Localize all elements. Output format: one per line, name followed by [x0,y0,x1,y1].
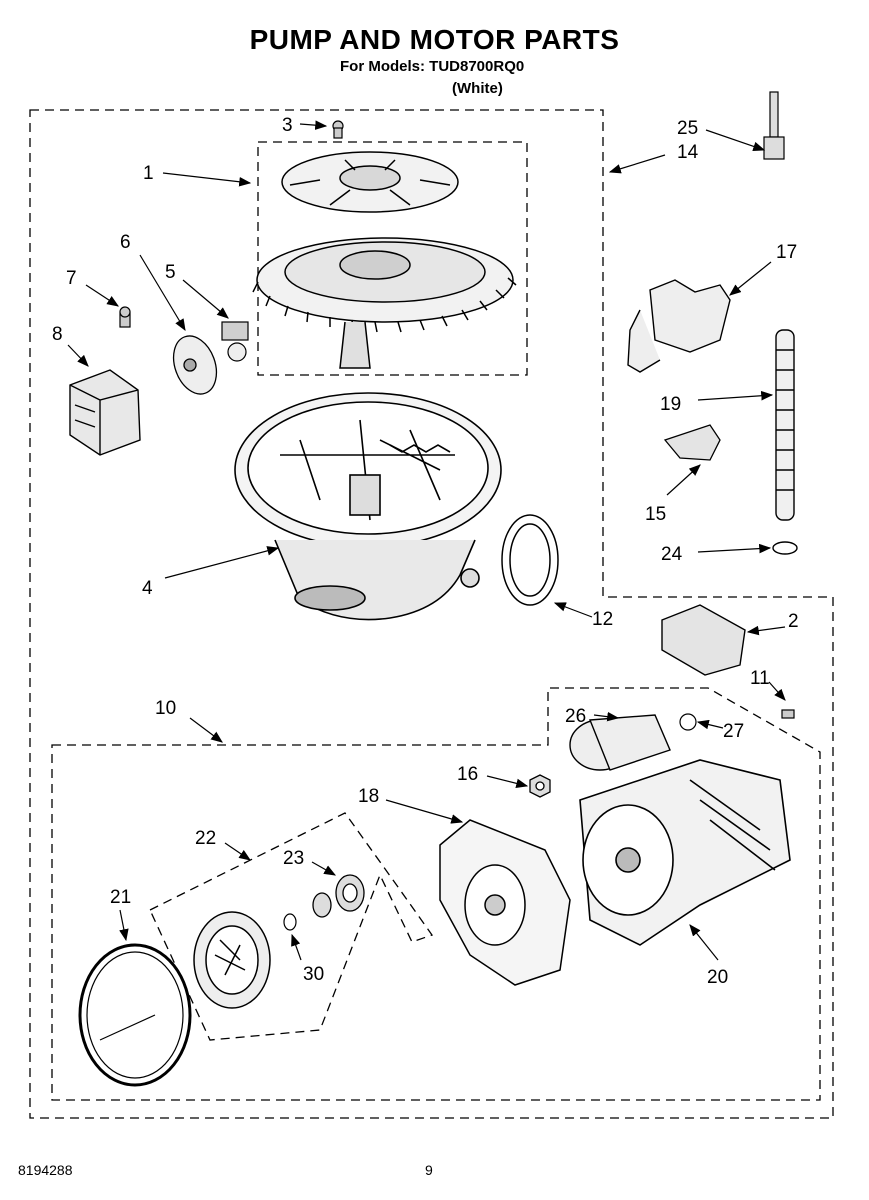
callout-23: 23 [283,848,304,869]
callout-21: 21 [110,887,131,908]
assembly-boundary [29,109,834,1119]
callout-15: 15 [645,504,666,525]
part-27-washer [679,713,697,731]
part-2-cover [661,604,746,676]
callout-12: 12 [592,609,613,630]
callout-22: 22 [195,828,216,849]
part-26-motor-cap [569,714,671,771]
part-20-motor [579,759,791,946]
callout-19: 19 [660,394,681,415]
part-17-bracket [627,279,731,373]
callout-24: 24 [661,544,683,565]
part-11-screw [781,709,795,719]
callout-14: 14 [677,142,699,163]
page-number: 9 [425,1162,433,1178]
group-22-box [149,812,434,1041]
callout-1: 1 [143,163,154,184]
callout-25: 25 [677,118,698,139]
part-19-hose [775,329,795,521]
callout-16: 16 [457,764,478,785]
part-7-screw [119,306,131,328]
callout-6: 6 [120,232,131,253]
callout-4: 4 [142,578,153,599]
callout-2: 2 [788,611,799,632]
part-21-ring [78,943,192,1087]
callout-27: 27 [723,721,744,742]
part-18-housing [439,819,571,986]
callout-5: 5 [165,262,176,283]
part-15-clip [663,424,721,461]
leader-lines [67,120,786,961]
callout-17: 17 [776,242,797,263]
part-24-clamp [772,541,798,555]
group-1-box [257,141,528,376]
part-6-chopper [172,335,218,395]
callout-11: 11 [750,668,770,689]
color-note: (White) [452,80,503,97]
part-23-seal [312,874,365,918]
callout-26: 26 [565,706,586,727]
callout-20: 20 [707,967,728,988]
part-3-screw [332,120,344,139]
part-1-filter-plate [281,151,459,213]
model-subtitle: For Models: TUD8700RQ0 [340,58,525,75]
part-25-probe [763,91,785,160]
part-5-clip [221,321,249,362]
part-22-pump-housing [193,911,271,1009]
callout-labels: 1 2 3 4 5 6 7 8 10 11 12 14 15 16 17 18 … [52,115,799,988]
callout-10: 10 [155,698,176,719]
document-number: 8194288 [18,1162,73,1178]
callout-18: 18 [358,786,379,807]
callout-8: 8 [52,324,63,345]
callout-7: 7 [66,268,77,289]
leader-21-extension [99,1014,156,1041]
page-title: PUMP AND MOTOR PARTS [249,24,620,55]
part-30-washer [283,913,297,931]
callout-30: 30 [303,964,324,985]
part-8-sensor [69,369,141,456]
part-16-nut [529,774,551,798]
callout-3: 3 [282,115,293,136]
part-12-gasket [501,514,559,606]
part-1-serrated-disc [252,237,517,369]
part-4-sump [234,392,502,621]
